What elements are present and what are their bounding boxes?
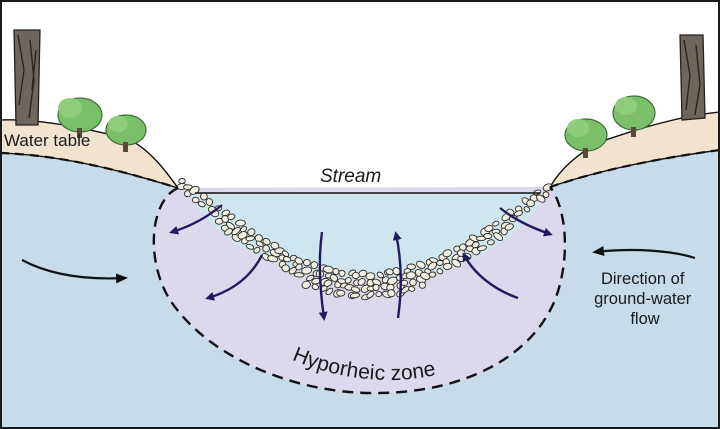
pebble-icon bbox=[429, 272, 436, 278]
pebble-icon bbox=[310, 261, 318, 269]
flow-direction-line-2: ground-water bbox=[594, 290, 692, 308]
pebble-icon bbox=[337, 290, 345, 296]
pebble-icon bbox=[178, 178, 185, 184]
tree-trunk-icon bbox=[14, 30, 40, 125]
pebble-icon bbox=[407, 264, 416, 270]
pebble-icon bbox=[282, 264, 290, 272]
pebble-icon bbox=[303, 259, 310, 266]
pebble-icon bbox=[443, 263, 452, 270]
pebble-icon bbox=[408, 286, 415, 292]
water-table-label: Water table bbox=[4, 131, 90, 150]
pebble-icon bbox=[483, 233, 491, 238]
pebble-icon bbox=[410, 279, 417, 286]
pebble-icon bbox=[235, 220, 245, 226]
flow-direction-line-3: flow bbox=[630, 310, 659, 328]
stream-label: Stream bbox=[320, 166, 381, 187]
tree-trunk-icon bbox=[680, 35, 705, 120]
flow-direction-line-1: Direction of bbox=[601, 270, 685, 288]
